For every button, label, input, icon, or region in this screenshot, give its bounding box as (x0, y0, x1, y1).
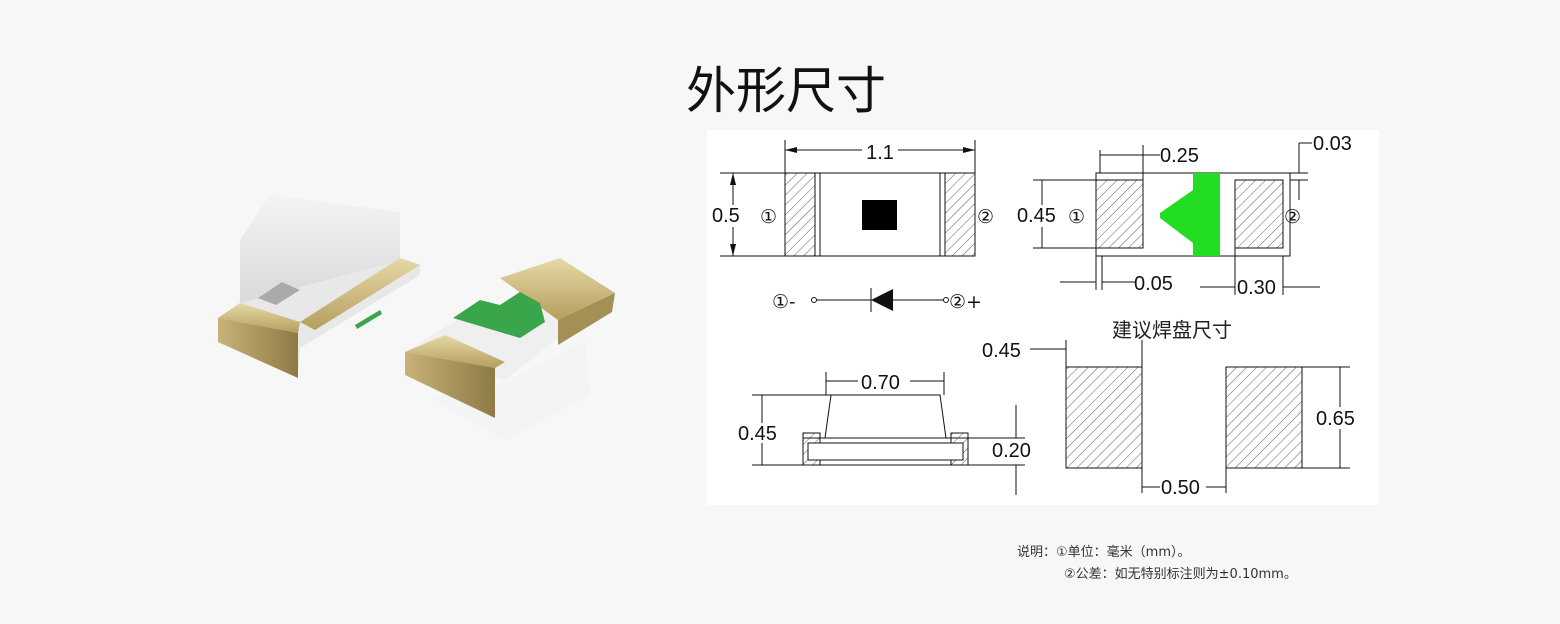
led-render-back (218, 195, 420, 378)
pin2-label: ② (977, 206, 994, 228)
dim-pad-width: 0.25 (1160, 145, 1199, 167)
chip-die (862, 200, 897, 230)
bottom-view (1033, 142, 1320, 295)
pad-section-title: 建议焊盘尺寸 (1112, 318, 1232, 342)
pin1-label: ① (760, 206, 777, 228)
page-title: 外形尺寸 (686, 62, 886, 120)
dim-left-offset: 0.05 (1134, 273, 1173, 295)
dim-pad-height: 0.65 (1316, 408, 1355, 430)
dim-top-offset: 0.03 (1313, 133, 1352, 155)
solder-pad-layout (1030, 340, 1350, 493)
dim-height: 0.5 (712, 205, 740, 227)
dim-dome-width: 0.70 (861, 372, 900, 394)
symbol-anode-label: ②+ (949, 291, 982, 313)
diode-symbol (811, 288, 949, 312)
dim-pad-width: 0.45 (982, 340, 1021, 362)
dim-bottom-height: 0.45 (1017, 205, 1056, 227)
note-units: 说明：①单位：毫米（mm）。 (1017, 544, 1190, 560)
dim-side-height: 0.45 (738, 423, 777, 445)
dim-pad-gap: 0.50 (1161, 477, 1200, 499)
bottom-pin1-label: ① (1068, 206, 1085, 228)
dim-right-pad: 0.30 (1237, 277, 1276, 299)
bottom-pin2-label: ② (1284, 206, 1301, 228)
dim-width: 1.1 (866, 142, 894, 164)
top-view (720, 140, 976, 257)
polarity-mark (1160, 173, 1220, 256)
symbol-cathode-label: ①- (772, 291, 795, 313)
led-render-front (405, 258, 615, 440)
side-view (752, 372, 1025, 495)
note-tolerance: ②公差：如无特别标注则为±0.10mm。 (1064, 566, 1297, 582)
dim-base-height: 0.20 (992, 440, 1031, 462)
